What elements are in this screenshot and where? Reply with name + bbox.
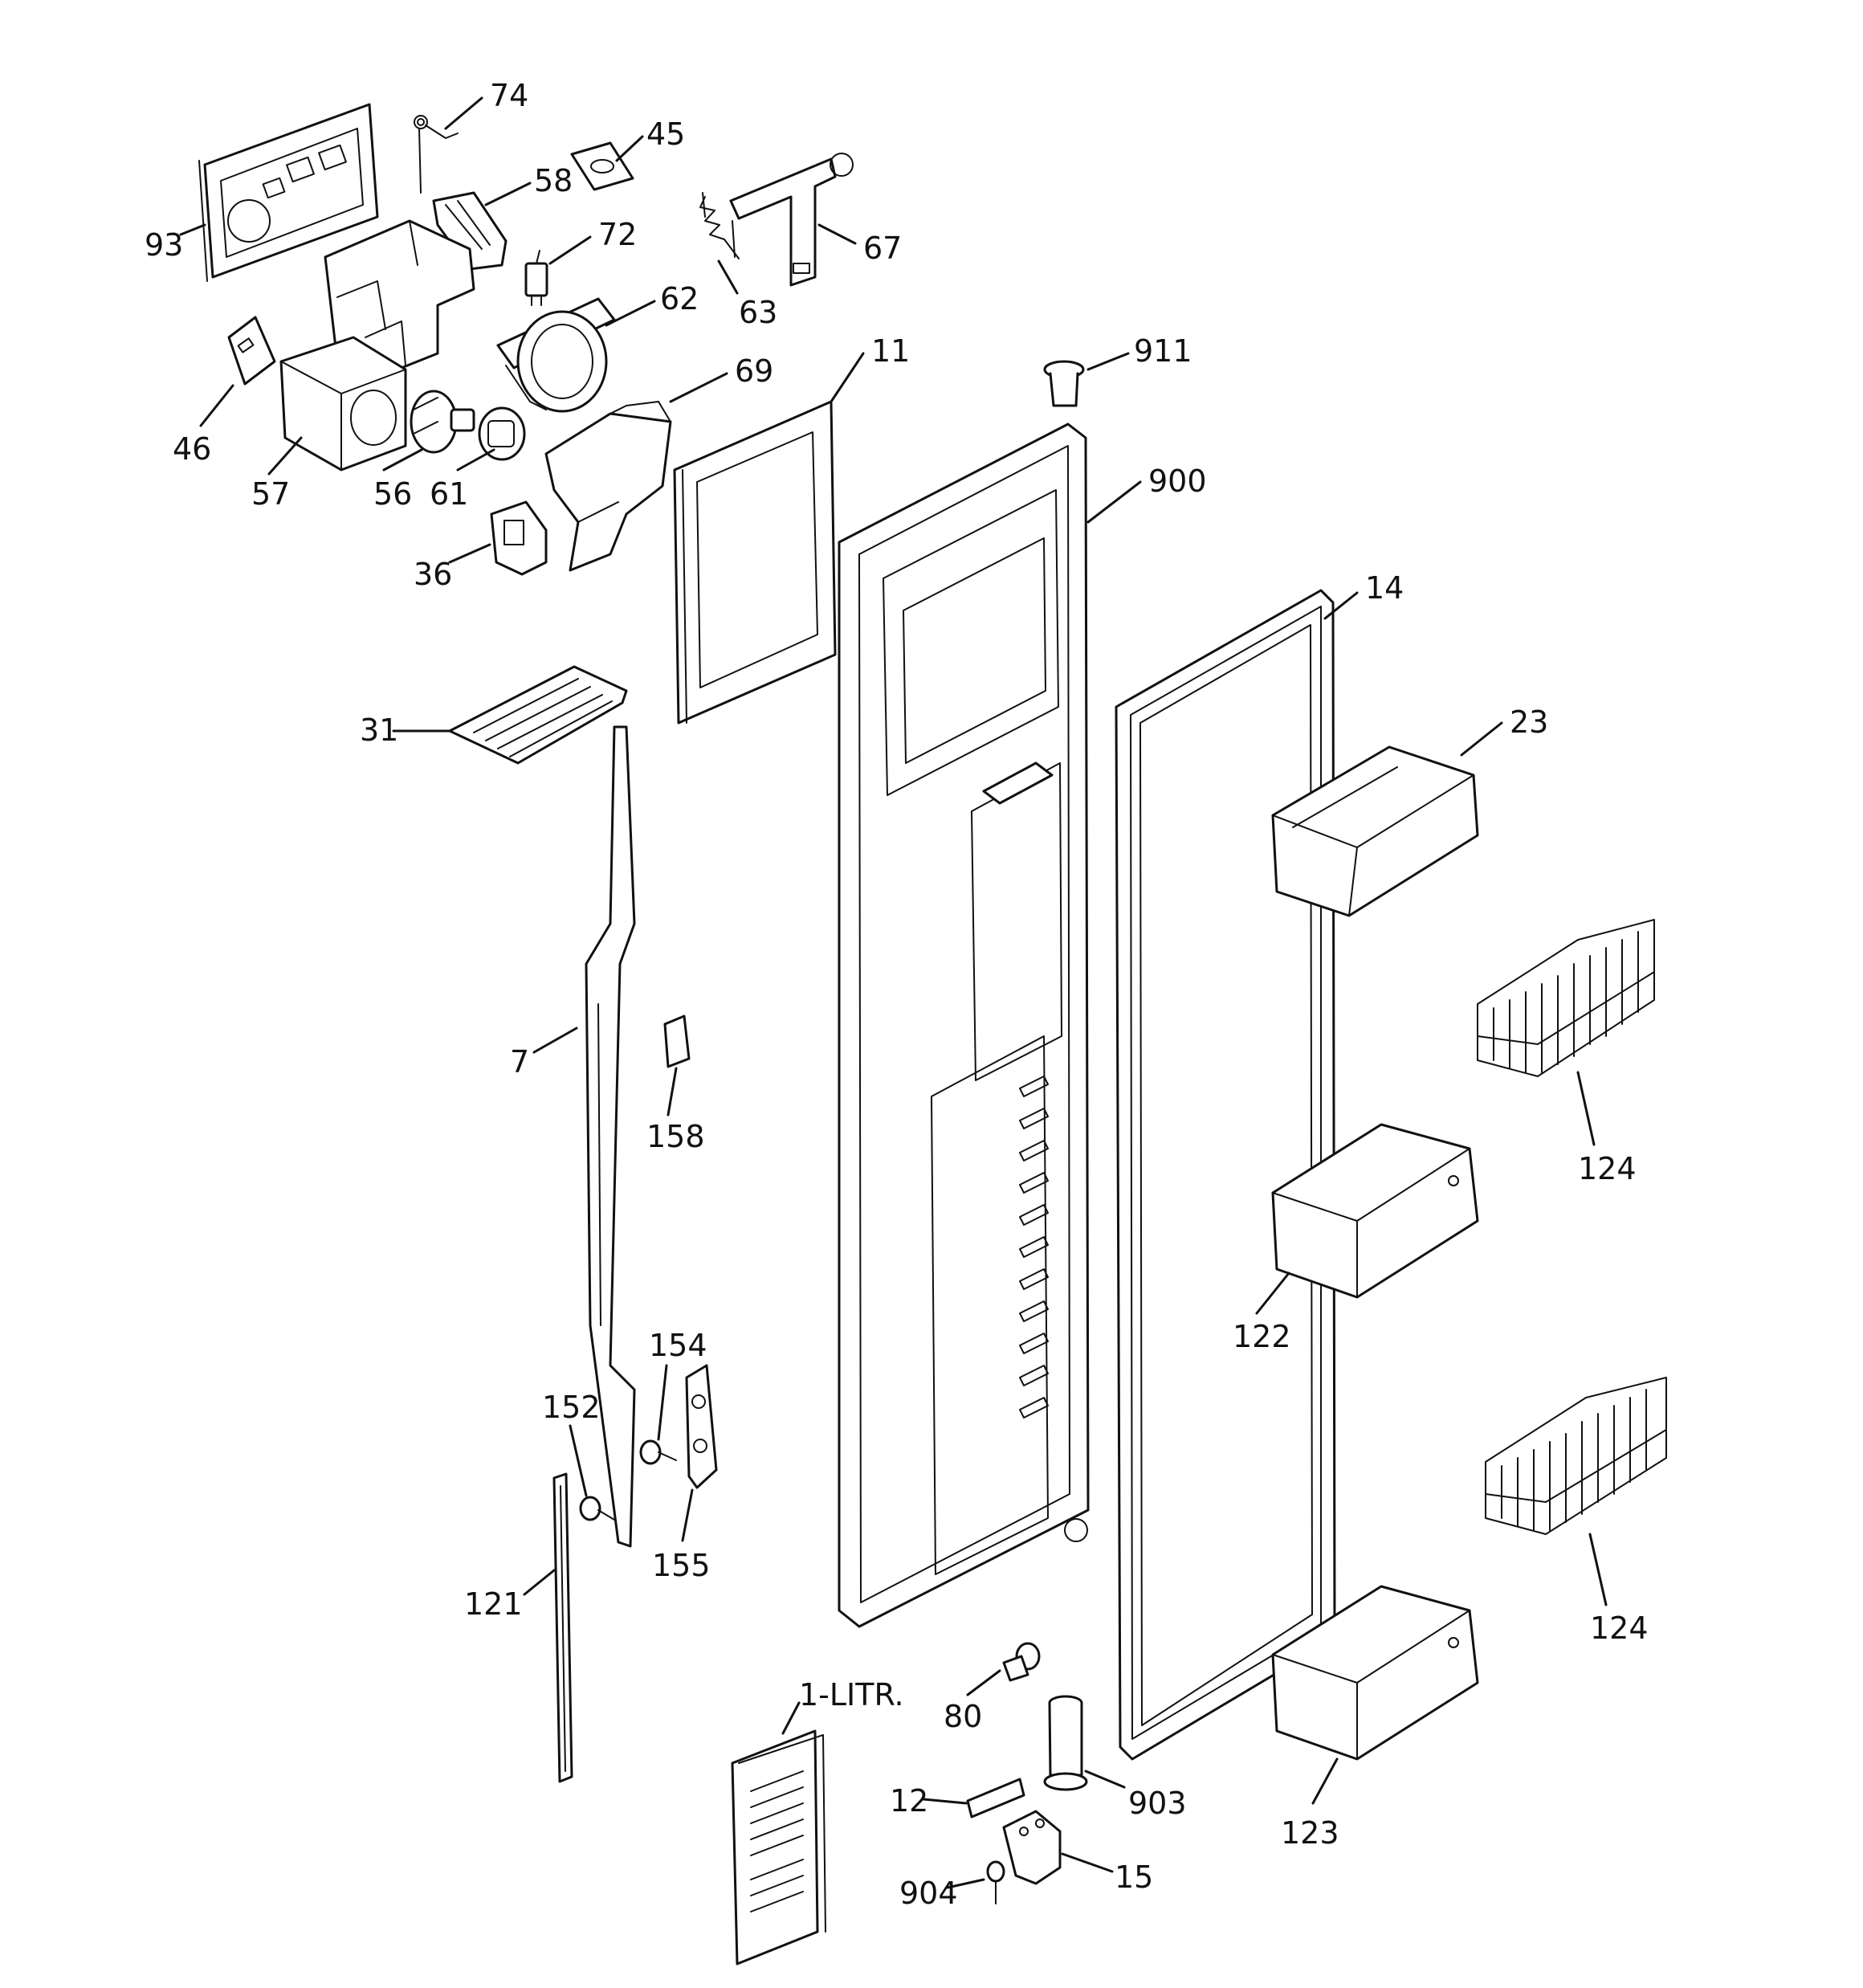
part-74-spring	[414, 115, 459, 194]
callout-31: 31	[360, 712, 398, 748]
part-58-frame	[432, 191, 508, 271]
callout-69: 69	[735, 353, 773, 389]
part-124-basket-lower	[1485, 1377, 1667, 1535]
callout-903: 903	[1128, 1786, 1187, 1821]
callout-93: 93	[145, 227, 183, 263]
part-36-bracket	[490, 500, 548, 576]
part-154-screw	[639, 1439, 677, 1465]
part-11-frame	[673, 400, 837, 725]
callout-155: 155	[652, 1548, 711, 1583]
callout-14: 14	[1365, 570, 1404, 606]
callout-152: 152	[542, 1390, 601, 1425]
part-61-coupler	[478, 406, 526, 461]
callout-67: 67	[863, 231, 902, 266]
part-23-bin	[1271, 745, 1479, 917]
part-69-chute	[544, 401, 672, 572]
callout-72: 72	[598, 217, 637, 252]
callout-124-upper: 124	[1578, 1151, 1637, 1186]
part-155-latch	[685, 1364, 718, 1489]
part-122-bin	[1271, 1123, 1479, 1299]
callout-57: 57	[251, 476, 290, 512]
callout-63: 63	[739, 295, 777, 330]
part-15-hinge	[1002, 1810, 1062, 1885]
part-900-door	[838, 423, 1090, 1628]
callout-11: 11	[871, 333, 910, 369]
callout-15: 15	[1115, 1859, 1153, 1895]
door-shelf-clips	[1019, 1076, 1049, 1419]
part-45-bracket	[570, 141, 634, 191]
part-12-shim	[966, 1778, 1025, 1819]
part-56-shaft	[410, 390, 475, 454]
callout-23: 23	[1510, 704, 1548, 740]
part-158-clip	[663, 1014, 691, 1068]
part-63-spring	[699, 192, 740, 259]
callout-56: 56	[373, 476, 412, 512]
callout-80: 80	[944, 1699, 982, 1734]
part-31-grille	[448, 665, 628, 765]
callout-62: 62	[660, 281, 699, 316]
callout-122: 122	[1233, 1319, 1291, 1354]
part-121-trim	[552, 1472, 573, 1783]
part-123-bin	[1271, 1585, 1479, 1761]
part-7-handle	[585, 725, 636, 1548]
part-80-stop	[1002, 1642, 1041, 1682]
part-1-litr-manual	[731, 1729, 826, 1966]
part-62-ring	[496, 297, 616, 413]
part-72-switch	[524, 250, 548, 306]
callout-900: 900	[1148, 463, 1207, 499]
part-903-pin	[1043, 1695, 1088, 1791]
part-904-screw	[986, 1860, 1005, 1904]
callout-124-lower: 124	[1590, 1610, 1649, 1646]
callout-12: 12	[890, 1783, 928, 1819]
callout-154: 154	[649, 1328, 707, 1363]
callout-74: 74	[490, 78, 528, 113]
callout-121: 121	[464, 1586, 523, 1622]
callout-36: 36	[414, 557, 452, 592]
callout-911: 911	[1134, 333, 1192, 369]
part-152-screw	[579, 1496, 615, 1521]
callout-158: 158	[646, 1119, 705, 1154]
part-124-basket-upper	[1477, 919, 1655, 1077]
callout-904: 904	[899, 1876, 958, 1911]
callout-123: 123	[1281, 1815, 1339, 1851]
part-67-hinge	[729, 153, 854, 287]
callout-7: 7	[510, 1044, 529, 1080]
part-93-control-panel	[198, 103, 379, 282]
callout-labels: 74 45 58 93 72 67 63 62 11 911 69 46 57 …	[145, 78, 1649, 1911]
leader-lines	[179, 96, 1608, 1889]
part-911-bushing	[1043, 360, 1085, 407]
part-57-motor-box	[279, 336, 407, 471]
callout-45: 45	[646, 116, 685, 152]
part-46-button	[227, 316, 276, 386]
callout-1-litr: 1-LITR.	[799, 1677, 904, 1712]
callout-58: 58	[534, 163, 573, 198]
callout-61: 61	[430, 476, 468, 512]
callout-46: 46	[173, 431, 211, 467]
